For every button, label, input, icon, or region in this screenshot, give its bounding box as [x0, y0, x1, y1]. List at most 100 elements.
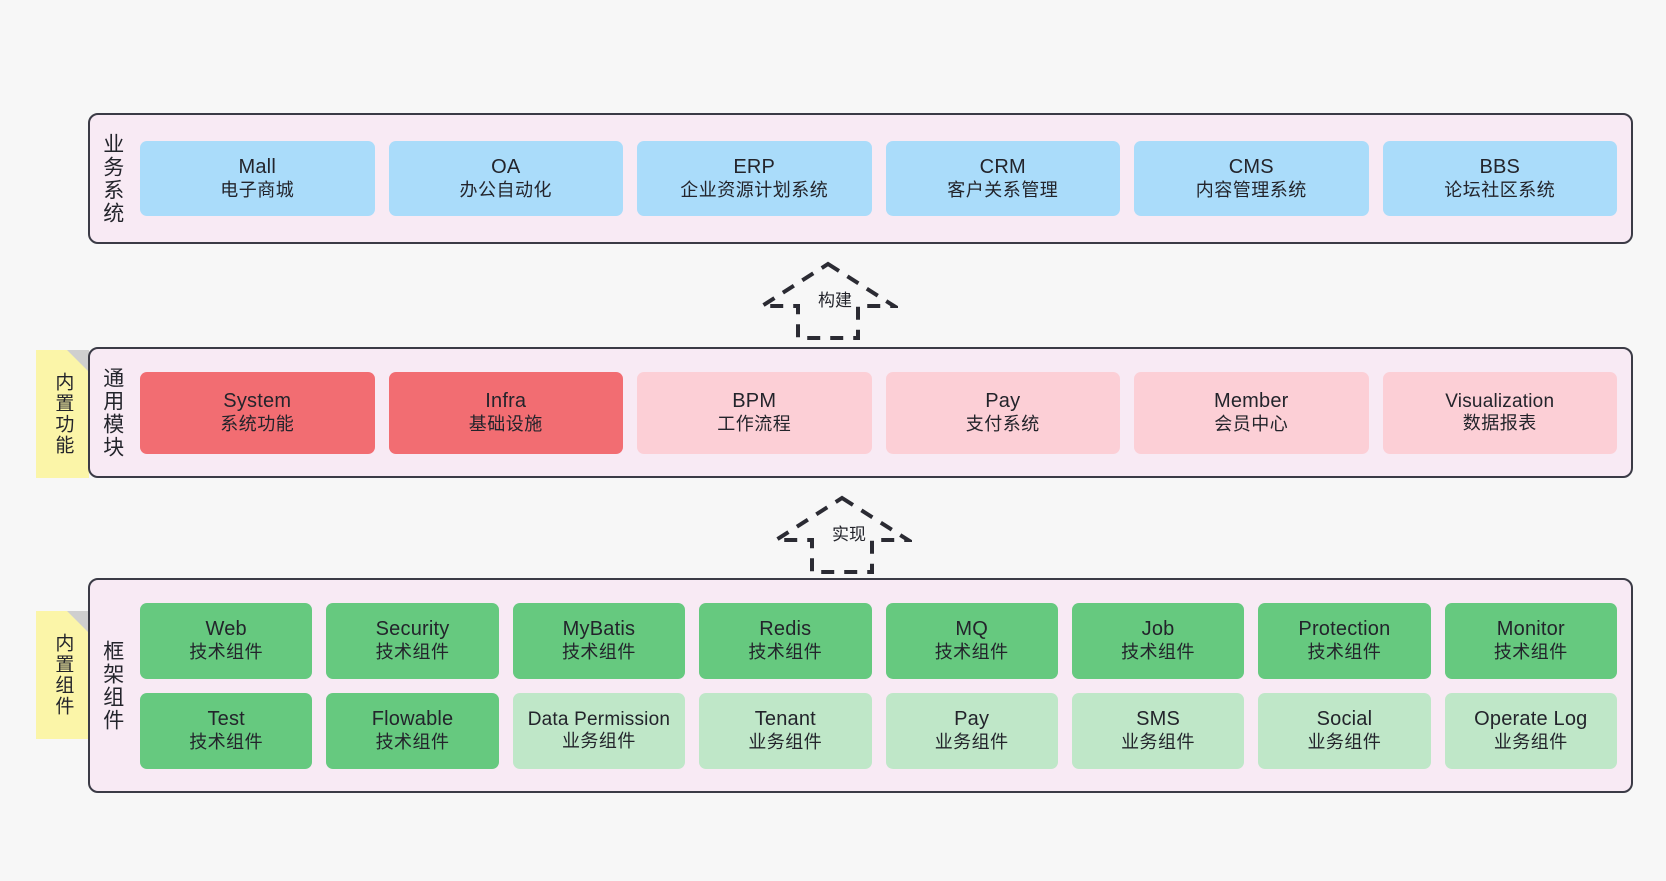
card-subtitle-cn: 技术组件: [189, 731, 264, 752]
card-subtitle-cn: 业务组件: [1121, 731, 1196, 752]
card-title-en: System: [223, 390, 292, 413]
card-title-en: ERP: [733, 156, 776, 179]
layer-label-common-modules: 通用模块: [100, 366, 124, 459]
card-title-en: Data Permission: [527, 708, 671, 730]
card-subtitle-cn: 基础设施: [468, 413, 543, 434]
card-subtitle-cn: 会员中心: [1214, 413, 1289, 434]
card-subtitle-cn: 论坛社区系统: [1444, 179, 1556, 200]
card-subtitle-cn: 业务组件: [934, 731, 1009, 752]
card-title-en: OA: [491, 156, 521, 179]
card-subtitle-cn: 技术组件: [375, 641, 450, 662]
card-title-en: Visualization: [1445, 390, 1555, 412]
card-title-en: Social: [1316, 708, 1373, 731]
card-title-en: Protection: [1298, 618, 1391, 641]
card-subtitle-cn: 技术组件: [1307, 641, 1382, 662]
card-subtitle-cn: 数据报表: [1462, 413, 1537, 434]
card-subtitle-cn: 工作流程: [717, 413, 792, 434]
card-title-en: Infra: [485, 390, 527, 413]
card-subtitle-cn: 业务组件: [1493, 731, 1568, 752]
layer-label-framework-components: 框架组件: [100, 639, 124, 732]
card-title-en: Tenant: [754, 708, 816, 731]
card-subtitle-cn: 技术组件: [561, 641, 636, 662]
connector-implement-label: 实现: [830, 520, 868, 545]
card-title-en: Redis: [759, 618, 812, 641]
card-title-en: Flowable: [371, 708, 454, 731]
card-subtitle-cn: 支付系统: [965, 413, 1040, 434]
layer-label-business-systems: 业务系统: [100, 132, 124, 225]
card-subtitle-cn: 技术组件: [375, 731, 450, 752]
card-subtitle-cn: 技术组件: [1493, 641, 1568, 662]
card-title-en: BBS: [1479, 156, 1521, 179]
connector-build-label: 构建: [816, 286, 854, 311]
card-subtitle-cn: 技术组件: [1121, 641, 1196, 662]
note-fold-corner-icon: [67, 350, 89, 372]
note-builtin-features: 内置功能: [36, 350, 89, 478]
card-title-en: MQ: [955, 618, 988, 641]
connector-build: 构建: [758, 260, 898, 342]
card-subtitle-cn: 办公自动化: [459, 179, 552, 200]
connector-implement: 实现: [772, 494, 912, 576]
note-fold-corner-icon: [67, 611, 89, 633]
card-title-en: MyBatis: [562, 618, 636, 641]
card-subtitle-cn: 业务组件: [1307, 731, 1382, 752]
note-builtin-components: 内置组件: [36, 611, 89, 739]
card-subtitle-cn: 技术组件: [748, 641, 823, 662]
card-subtitle-cn: 内容管理系统: [1195, 179, 1307, 200]
card-title-en: Member: [1213, 390, 1289, 413]
card-subtitle-cn: 技术组件: [934, 641, 1009, 662]
card-title-en: Monitor: [1496, 618, 1565, 641]
card-title-en: Pay: [985, 390, 1021, 413]
card-title-en: Security: [375, 618, 450, 641]
card-title-en: SMS: [1136, 708, 1181, 731]
card-subtitle-cn: 客户关系管理: [947, 179, 1059, 200]
card-subtitle-cn: 企业资源计划系统: [680, 179, 829, 200]
card-subtitle-cn: 电子商城: [220, 179, 295, 200]
card-subtitle-cn: 系统功能: [220, 413, 295, 434]
card-title-en: BPM: [732, 390, 777, 413]
card-title-en: CRM: [979, 156, 1026, 179]
card-title-en: Test: [207, 708, 245, 731]
note-builtin-components-label: 内置组件: [52, 633, 74, 717]
card-title-en: Operate Log: [1474, 708, 1588, 731]
card-title-en: Mall: [238, 156, 276, 179]
